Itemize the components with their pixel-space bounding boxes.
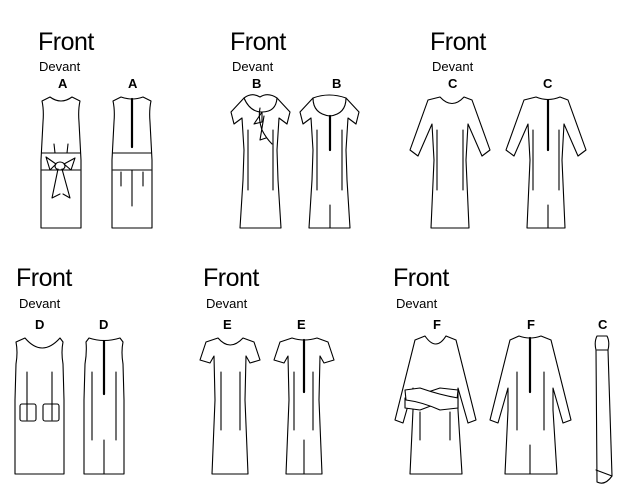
- view-label-d-front: D: [35, 317, 45, 332]
- garment-b-back: [299, 94, 360, 229]
- garment-c-back: [505, 96, 587, 229]
- garment-e-back: [273, 337, 335, 475]
- garment-d-back: [83, 337, 125, 475]
- patch-pocket-left: [19, 403, 37, 422]
- view-label-b-back: B: [332, 76, 342, 91]
- garment-f-back: [489, 335, 572, 475]
- patch-pocket-right: [42, 403, 60, 422]
- group-d-front-title: Front: [16, 264, 72, 292]
- view-label-a-front: A: [58, 76, 68, 91]
- garment-f-front: [394, 335, 477, 475]
- group-f-devant-label: Devant: [396, 296, 438, 311]
- garment-c-front: [409, 96, 491, 229]
- group-c-front-title: Front: [430, 28, 486, 56]
- group-b-front-title: Front: [230, 28, 286, 56]
- garment-e-front: [199, 337, 261, 475]
- group-f-front-title: Front: [393, 264, 449, 292]
- group-e-front-title: Front: [203, 264, 259, 292]
- view-label-a-back: A: [128, 76, 138, 91]
- view-label-d-back: D: [99, 317, 109, 332]
- view-label-b-front: B: [252, 76, 262, 91]
- view-label-c-sash: C: [598, 317, 608, 332]
- sash-c: [594, 335, 613, 484]
- group-a-front-title: Front: [38, 28, 94, 56]
- group-c-devant-label: Devant: [432, 59, 474, 74]
- group-a-devant-label: Devant: [39, 59, 81, 74]
- view-label-e-back: E: [297, 317, 306, 332]
- garment-d-front: [14, 337, 65, 475]
- view-label-f-front: F: [433, 317, 441, 332]
- garment-a-back: [111, 96, 153, 229]
- garment-a-front: [40, 96, 82, 229]
- view-label-c-back: C: [543, 76, 553, 91]
- view-label-e-front: E: [223, 317, 232, 332]
- view-label-f-back: F: [527, 317, 535, 332]
- group-d-devant-label: Devant: [19, 296, 61, 311]
- group-b-devant-label: Devant: [232, 59, 274, 74]
- view-label-c-front: C: [448, 76, 458, 91]
- garment-b-front: [230, 94, 291, 229]
- group-e-devant-label: Devant: [206, 296, 248, 311]
